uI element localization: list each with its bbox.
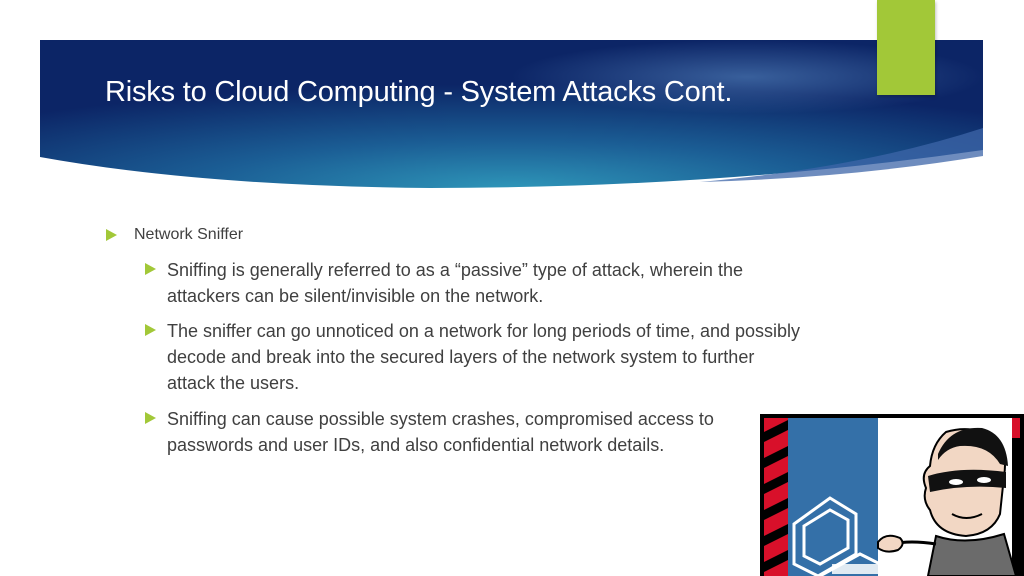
title-banner <box>40 40 983 188</box>
bullet-text: Network Sniffer <box>134 226 244 243</box>
triangle-bullet-icon <box>145 324 156 336</box>
triangle-bullet-icon <box>106 229 117 241</box>
sub-bullet: Sniffing is generally referred to as a “… <box>145 257 805 309</box>
sub-bullet: The sniffer can go unnoticed on a networ… <box>145 318 805 396</box>
hacker-with-computer-icon <box>760 414 1024 576</box>
triangle-bullet-icon <box>145 263 156 275</box>
sub-bullet-text: The sniffer can go unnoticed on a networ… <box>167 321 801 393</box>
sub-bullet-text: Sniffing is generally referred to as a “… <box>167 260 743 306</box>
slide-title: Risks to Cloud Computing - System Attack… <box>105 76 733 108</box>
sub-bullet-text: Sniffing can cause possible system crash… <box>167 409 714 455</box>
sub-bullet: Sniffing can cause possible system crash… <box>145 406 765 458</box>
accent-tab <box>877 0 935 95</box>
triangle-bullet-icon <box>145 412 156 424</box>
